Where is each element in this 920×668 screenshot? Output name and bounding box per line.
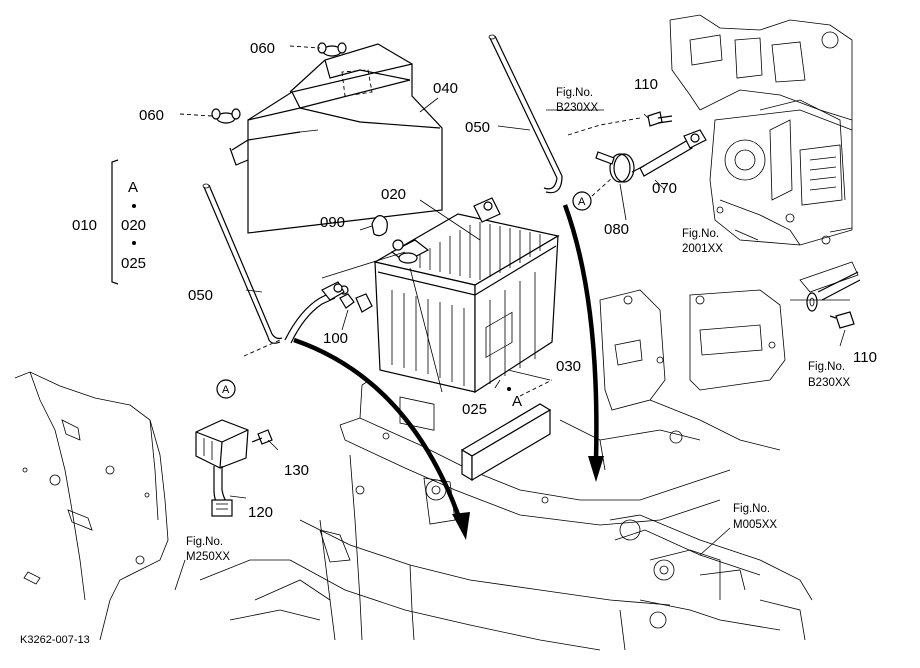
label-110-top: 110 xyxy=(634,76,658,93)
bolt-130 xyxy=(251,429,273,445)
label-050-left: 050 xyxy=(188,287,213,304)
label-020: 020 xyxy=(381,186,406,203)
label-020-group: 020 xyxy=(121,217,146,234)
fig-ref-m250-label: Fig.No. xyxy=(186,536,223,548)
fig-ref-b230-top-code: B230XX xyxy=(556,102,599,114)
fig-ref-b230-right: Fig.No. B230XX xyxy=(808,361,851,389)
fig-ref-b230-top-label: Fig.No. xyxy=(556,87,593,99)
label-010: 010 xyxy=(72,217,97,234)
rod-right xyxy=(488,34,563,194)
label-030: 030 xyxy=(556,358,581,375)
wing-nut-top xyxy=(317,42,347,57)
label-060-top: 060 xyxy=(250,40,275,57)
fig-ref-b230-top: Fig.No. B230XX xyxy=(556,87,599,114)
part-labels: 060 060 040 050 020 090 050 100 025 030 … xyxy=(72,40,877,521)
engine-spring xyxy=(817,271,861,301)
marker-a-left-text: A xyxy=(222,384,230,396)
label-group-a: A xyxy=(128,179,138,196)
group-bracket xyxy=(111,159,136,285)
fig-ref-m250-code: M250XX xyxy=(186,551,230,563)
wing-nut-left xyxy=(211,108,241,124)
battery-cushion xyxy=(460,403,552,482)
label-025-group: 025 xyxy=(121,255,146,272)
marker-a-battery: A xyxy=(507,387,522,410)
positive-cable-end xyxy=(631,129,707,177)
fig-ref-m005-code: M005XX xyxy=(733,519,777,531)
battery-cover xyxy=(229,43,443,234)
marker-a-battery-text: A xyxy=(512,393,522,410)
rod-left xyxy=(202,183,283,344)
fig-ref-m005-label: Fig.No. xyxy=(733,503,770,515)
chassis-frame xyxy=(14,289,813,651)
fig-ref-m005: Fig.No. M005XX xyxy=(733,503,777,531)
bolt-top xyxy=(647,111,673,127)
marker-a-left: A xyxy=(216,379,236,399)
label-080: 080 xyxy=(604,221,629,238)
spring-washer xyxy=(806,292,818,312)
ground-cable xyxy=(284,281,345,344)
leader-lines xyxy=(174,45,850,591)
relay-connector xyxy=(195,419,249,517)
fig-ref-2001-label: Fig.No. xyxy=(682,228,719,240)
marker-a-right-text: A xyxy=(578,196,586,208)
fig-ref-m250: Fig.No. M250XX xyxy=(186,536,230,563)
fig-ref-2001: Fig.No. 2001XX xyxy=(682,228,723,255)
marker-a-right: A xyxy=(572,191,592,211)
bolt-right xyxy=(829,311,855,329)
battery xyxy=(373,197,560,431)
label-120: 120 xyxy=(248,504,273,521)
engine-outline xyxy=(669,14,859,293)
label-070: 070 xyxy=(652,180,677,197)
label-130: 130 xyxy=(284,462,309,479)
fig-ref-2001-code: 2001XX xyxy=(682,243,723,255)
fig-ref-b230-right-code: B230XX xyxy=(808,377,851,389)
terminal-bolts xyxy=(339,285,373,313)
assembly-arrows xyxy=(293,204,604,540)
fig-ref-b230-right-label: Fig.No. xyxy=(808,361,845,373)
label-090: 090 xyxy=(320,214,345,231)
label-025: 025 xyxy=(462,401,487,418)
hose-clamp xyxy=(595,151,635,183)
drawing-code: K3262-007-13 xyxy=(20,634,90,646)
label-060-left: 060 xyxy=(139,107,164,124)
label-100: 100 xyxy=(323,330,348,347)
label-050-right: 050 xyxy=(465,119,490,136)
label-040: 040 xyxy=(433,80,458,97)
terminal-cap xyxy=(371,215,388,237)
label-110-right: 110 xyxy=(853,349,877,366)
